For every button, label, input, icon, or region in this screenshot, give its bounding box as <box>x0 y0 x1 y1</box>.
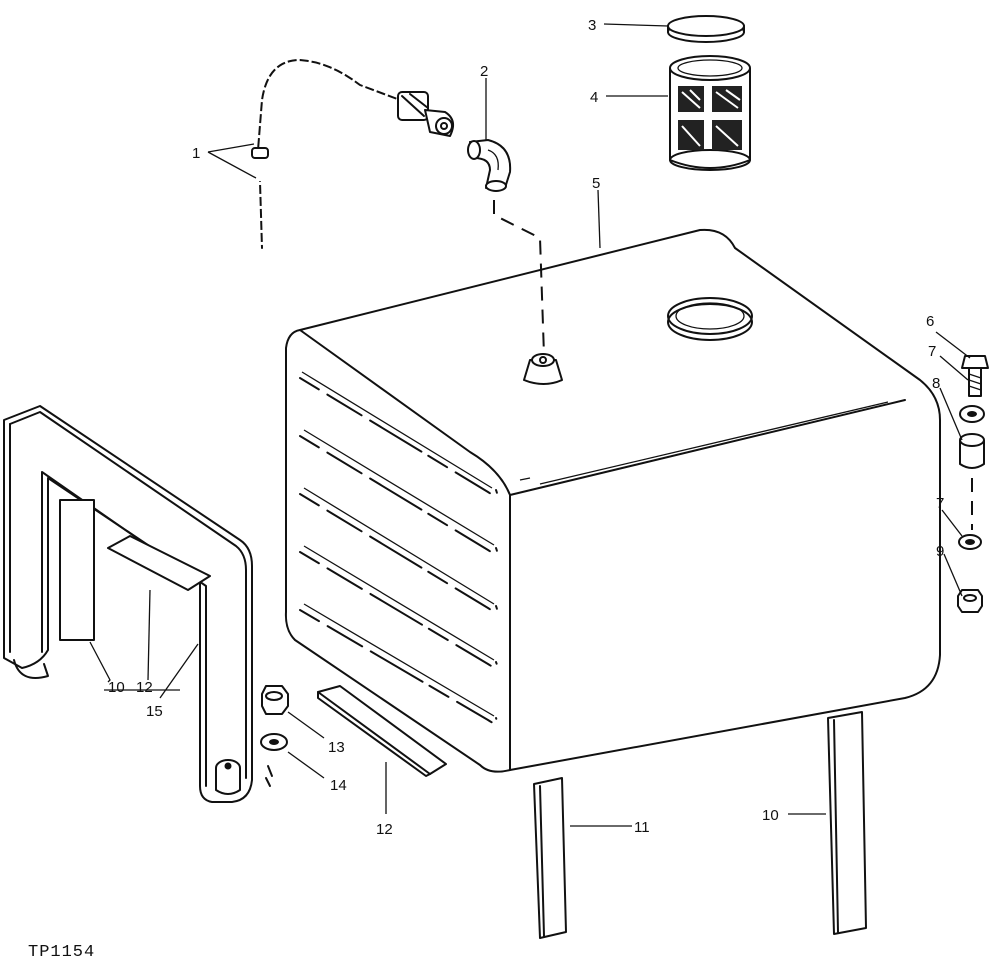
callout-13: 13 <box>328 739 345 756</box>
callout-labels: 1 2 3 4 5 6 7 8 7 9 10 12 15 13 14 12 11… <box>108 17 944 838</box>
strap-nut-washer <box>260 685 289 787</box>
callout-12-pad: 12 <box>376 821 393 838</box>
mounting-hardware <box>957 355 989 613</box>
pad-11 <box>533 777 567 939</box>
strainer-screen <box>669 55 751 171</box>
callout-10-pad: 10 <box>762 807 779 824</box>
filler-cap <box>667 15 745 43</box>
callout-7-lower: 7 <box>936 495 944 512</box>
callout-4: 4 <box>590 89 598 106</box>
callout-5: 5 <box>592 175 600 192</box>
figure-id: TP1154 <box>28 943 95 959</box>
callout-14: 14 <box>330 777 347 794</box>
callout-12-strap: 12 <box>136 679 153 696</box>
callout-11: 11 <box>634 819 650 836</box>
pad-12 <box>317 685 447 777</box>
tank-strap <box>3 405 253 803</box>
callout-1: 1 <box>192 145 200 162</box>
callout-2: 2 <box>480 63 488 80</box>
pad-10 <box>827 711 867 935</box>
callout-7-upper: 7 <box>928 343 936 360</box>
hose <box>251 57 455 249</box>
callout-6: 6 <box>926 313 934 330</box>
callout-10-strap: 10 <box>108 679 125 696</box>
fuel-tank <box>284 228 941 773</box>
callout-8: 8 <box>932 375 940 392</box>
callout-9: 9 <box>936 543 944 560</box>
callout-3: 3 <box>588 17 596 34</box>
callout-15: 15 <box>146 703 163 720</box>
leader-lines <box>89 23 971 827</box>
assembly-line-elbow <box>493 200 545 356</box>
elbow-fitting <box>467 139 512 192</box>
